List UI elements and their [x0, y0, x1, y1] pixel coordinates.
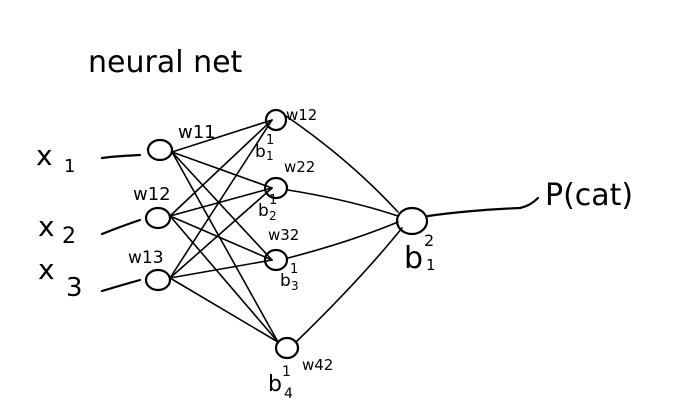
diagram-title: neural net — [88, 45, 243, 80]
edge-x3-h1 — [169, 119, 273, 279]
weight-label-w13: w13 — [128, 248, 164, 268]
bias-label-h1: b 1 1 — [255, 133, 274, 163]
svg-text:4: 4 — [284, 386, 293, 402]
svg-text:2: 2 — [62, 224, 76, 249]
hidden-output-edges — [285, 115, 403, 343]
edge-x2-h1 — [169, 119, 273, 217]
svg-text:b: b — [258, 201, 269, 221]
edge-h3-out — [287, 221, 399, 259]
bias-label-h3: b 1 3 — [280, 262, 299, 293]
bias-label-output: b 2 1 — [404, 231, 436, 276]
weight-label-w12: w12 — [133, 184, 171, 205]
edge-x2-h2 — [169, 187, 273, 217]
edge-x3-h2 — [169, 187, 273, 279]
svg-text:b: b — [268, 372, 282, 397]
output-label: P(cat) — [545, 178, 633, 213]
hidden-node-4 — [274, 336, 300, 360]
svg-text:b: b — [280, 271, 291, 291]
weight-label-w11: w11 — [178, 122, 216, 143]
weight-label-h1: w12 — [286, 106, 317, 124]
hidden-node-2 — [263, 176, 289, 200]
svg-text:1: 1 — [426, 256, 436, 274]
svg-text:1: 1 — [266, 149, 274, 163]
svg-text:1: 1 — [64, 156, 75, 177]
weight-label-h4: w42 — [302, 356, 333, 374]
edge-x3-h3 — [169, 259, 273, 279]
input-label-3: x 3 — [38, 253, 83, 303]
svg-text:x: x — [36, 139, 53, 172]
svg-text:1: 1 — [282, 364, 291, 380]
svg-text:2: 2 — [269, 209, 277, 223]
svg-text:1: 1 — [269, 193, 277, 208]
svg-text:1: 1 — [266, 133, 274, 148]
input-label-2: x 2 — [38, 210, 76, 249]
input-label-1: x 1 — [36, 139, 75, 177]
bias-label-h2: b 1 2 — [258, 193, 277, 223]
edge-x1-h4 — [171, 151, 279, 343]
input-hidden-edges — [169, 119, 279, 343]
svg-text:b: b — [255, 142, 266, 162]
svg-text:x: x — [38, 210, 55, 243]
svg-text:2: 2 — [424, 231, 434, 250]
svg-text:3: 3 — [291, 279, 299, 293]
input-node-2 — [144, 206, 172, 230]
edge-h2-out — [287, 189, 399, 217]
output-node — [395, 206, 429, 236]
hidden-node-1 — [264, 108, 288, 132]
edge-x1-h1 — [171, 119, 273, 153]
edge-x3-h4 — [169, 277, 279, 343]
output-line — [426, 196, 540, 218]
svg-text:b: b — [404, 241, 423, 276]
edge-x2-h3 — [169, 215, 273, 261]
input-line-3 — [100, 278, 142, 293]
weight-label-h2: w22 — [284, 158, 315, 176]
edge-h1-out — [285, 115, 399, 213]
input-node-3 — [144, 268, 172, 292]
edge-x1-h2 — [171, 151, 273, 189]
edge-x2-h4 — [169, 215, 279, 343]
svg-text:x: x — [38, 253, 55, 286]
edge-x1-h3 — [171, 151, 273, 261]
bias-label-h4: b 1 4 — [268, 364, 293, 402]
input-line-1 — [100, 153, 142, 160]
hidden-node-3 — [263, 248, 289, 272]
svg-text:3: 3 — [66, 273, 83, 303]
edge-h4-out — [295, 227, 403, 343]
weight-label-h3: w32 — [268, 226, 299, 244]
svg-text:1: 1 — [290, 262, 298, 277]
input-line-2 — [100, 218, 142, 236]
input-node-1 — [146, 138, 174, 162]
